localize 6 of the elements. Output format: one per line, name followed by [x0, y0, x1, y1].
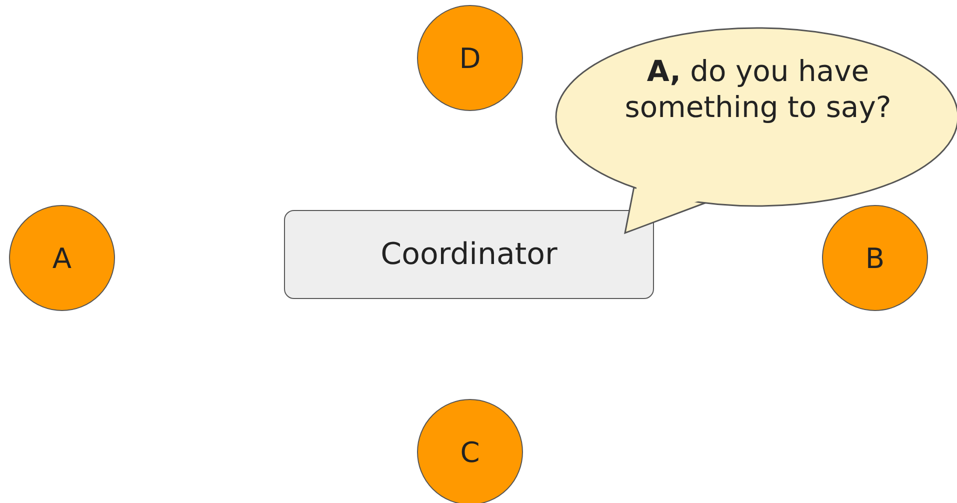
- circle-node: B: [822, 205, 928, 311]
- circle-node: D: [417, 5, 523, 111]
- circle-node: A: [9, 205, 115, 311]
- speech-text: A, do you have something to say?: [624, 53, 892, 125]
- circle-node: C: [417, 399, 523, 503]
- coordinator-box: Coordinator: [284, 210, 654, 299]
